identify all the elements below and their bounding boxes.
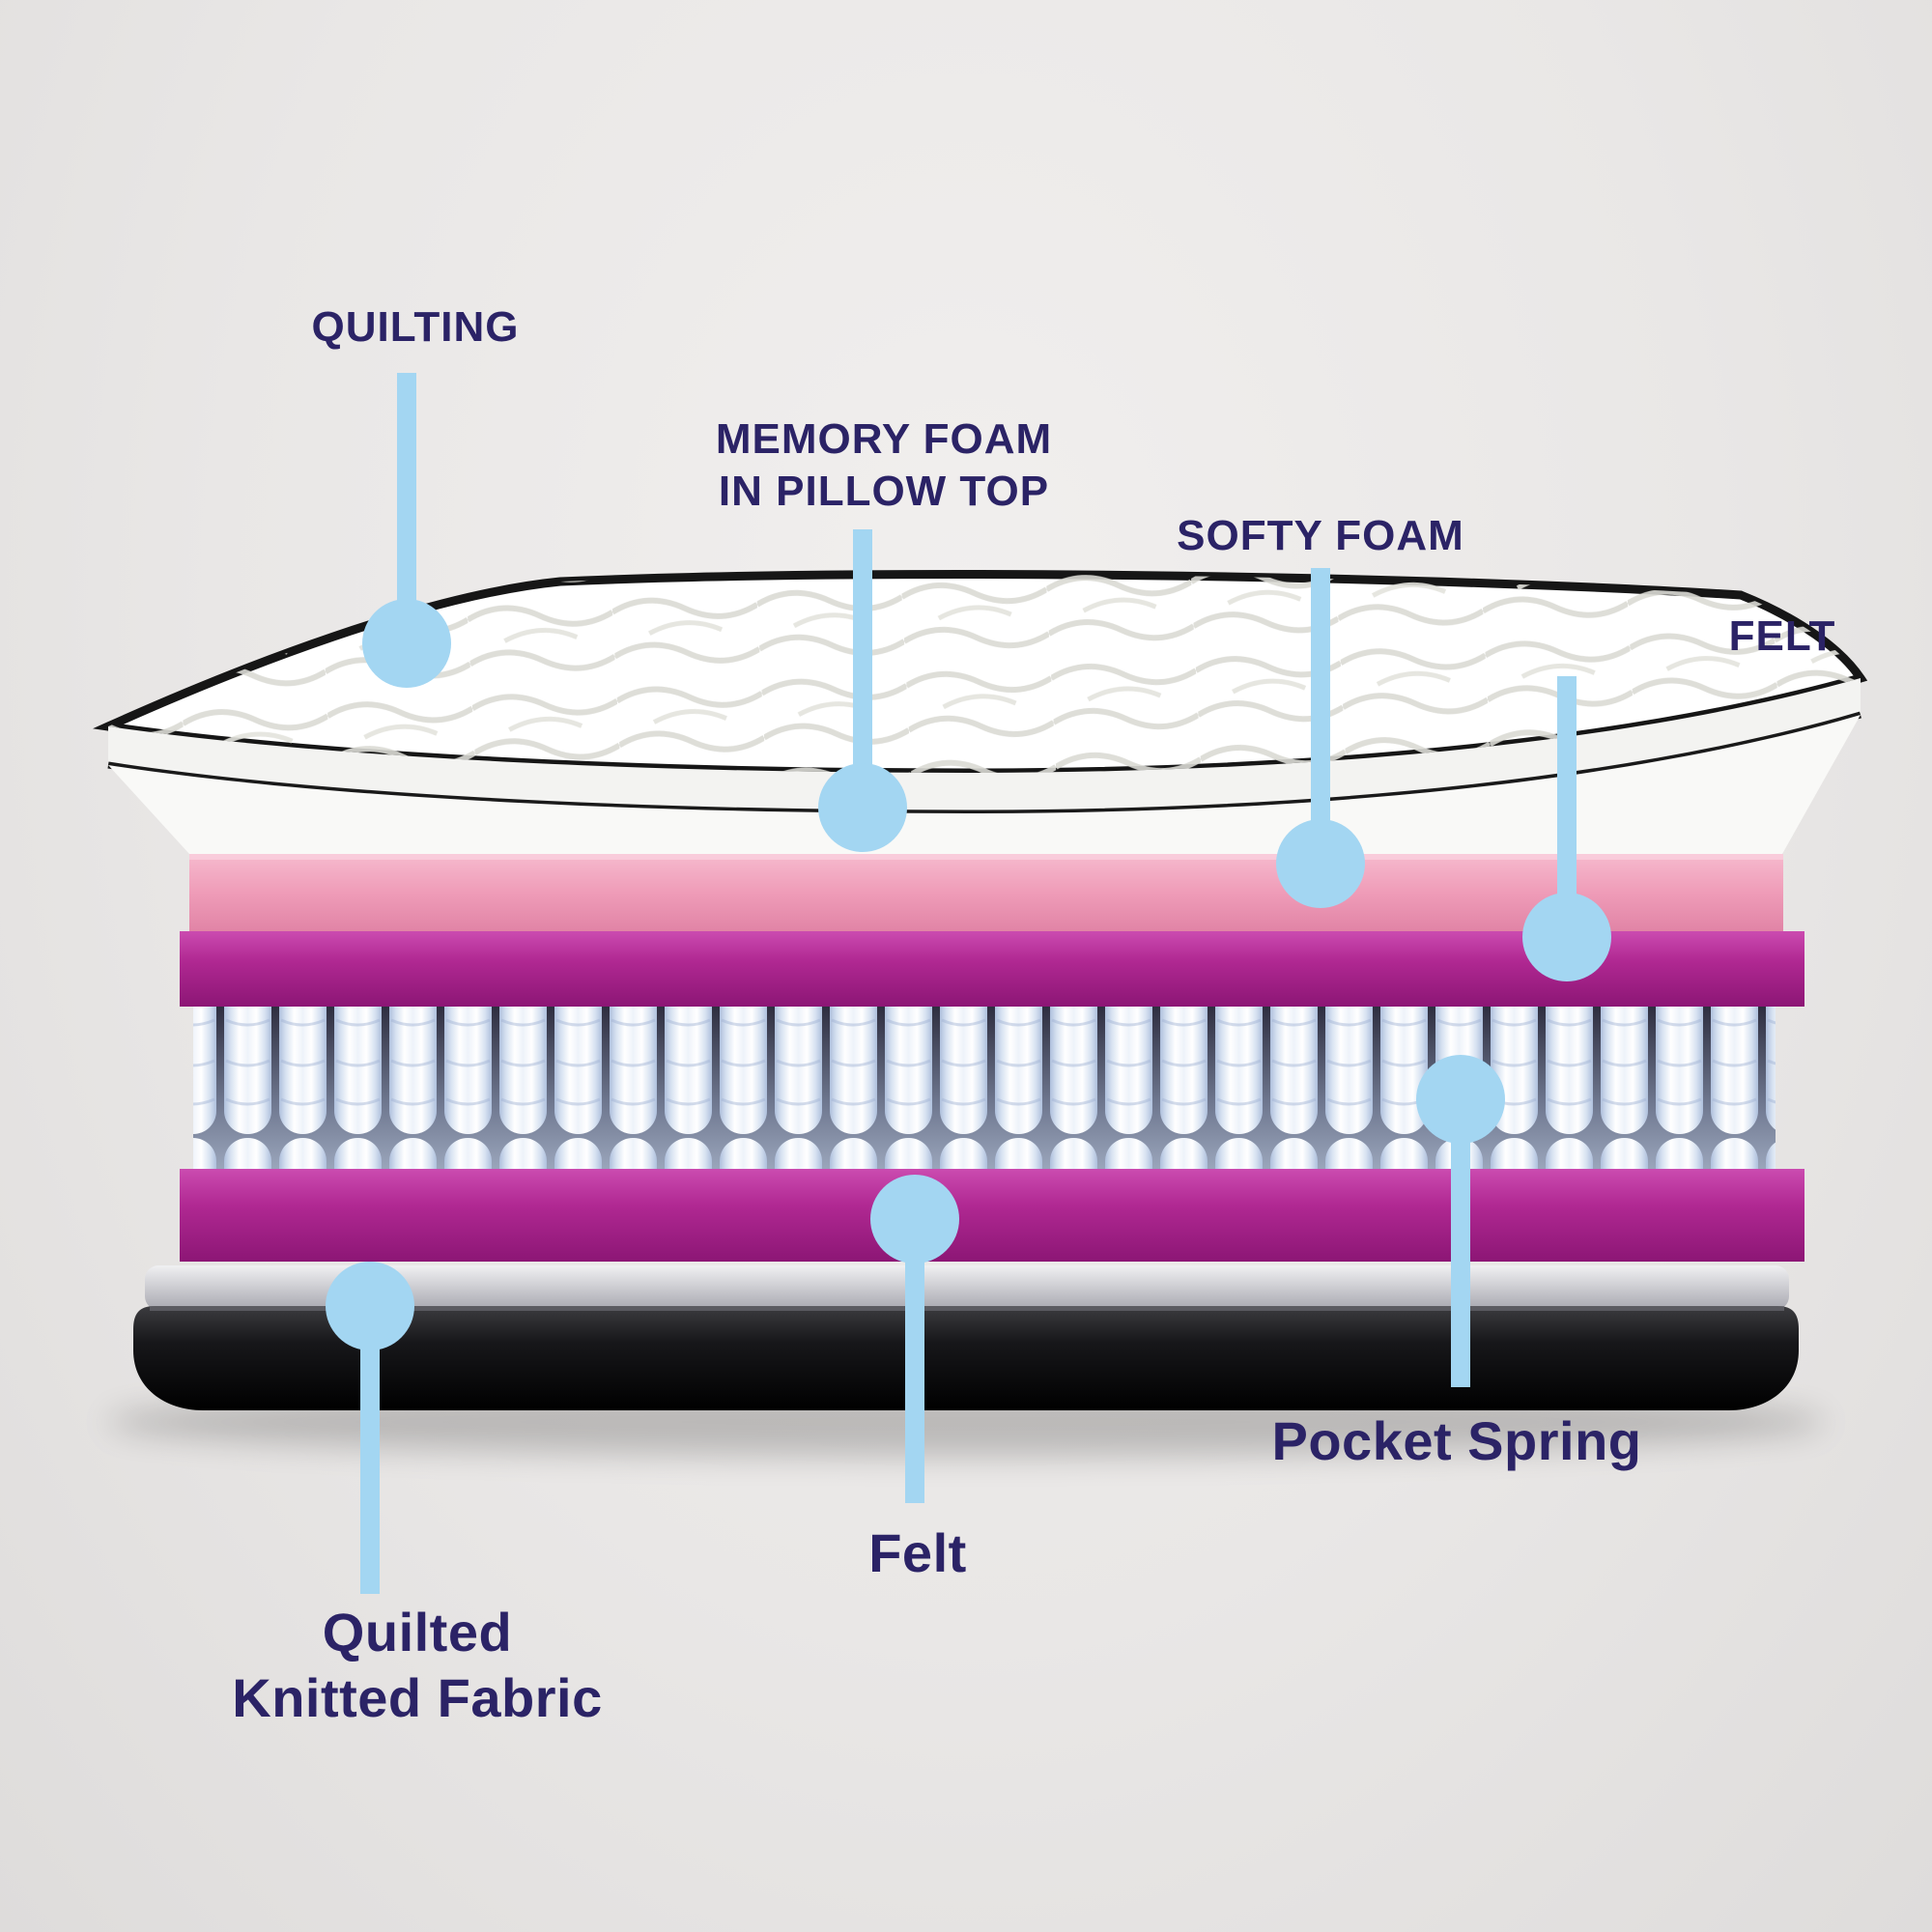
label-felt-bottom: Felt [868,1522,967,1583]
label-memory-foam-line2: IN PILLOW TOP [718,467,1050,515]
callout-dot-memory-foam [818,763,907,852]
quilt-top-layer [93,570,1868,778]
callout-lines [360,373,1577,1594]
label-memory-foam-line1: MEMORY FOAM [715,415,1053,463]
callout-dot-quilting [362,599,451,688]
label-memory-foam: MEMORY FOAM IN PILLOW TOP [716,413,1052,517]
label-quilted-knitted-fabric-line1: Quilted [322,1602,513,1662]
label-quilted-knitted-fabric-line2: Knitted Fabric [232,1667,603,1729]
callout-dot-quilted-fabric [326,1262,414,1350]
label-felt-top: FELT [1728,612,1836,660]
callout-dot-felt-bottom [870,1175,959,1264]
felt-layer-lower [180,1169,1804,1262]
label-quilting: QUILTING [311,303,520,351]
label-quilted-knitted-fabric: Quilted Knitted Fabric [232,1600,602,1732]
callout-dot-felt-top [1522,893,1611,981]
memory-foam-layer [108,715,1861,854]
softy-foam-layer [189,854,1783,931]
label-softy-foam: SOFTY FOAM [1177,512,1464,559]
callout-dot-pocket-spring [1416,1055,1505,1144]
base-black-layer [133,1306,1799,1410]
pillow-top-gusset [107,678,1861,817]
callout-dots [326,599,1611,1350]
base-silver-layer [145,1265,1789,1310]
callout-dot-softy-foam [1276,819,1365,908]
label-pocket-spring: Pocket Spring [1271,1410,1642,1471]
pocket-spring-layer [193,1007,1776,1169]
